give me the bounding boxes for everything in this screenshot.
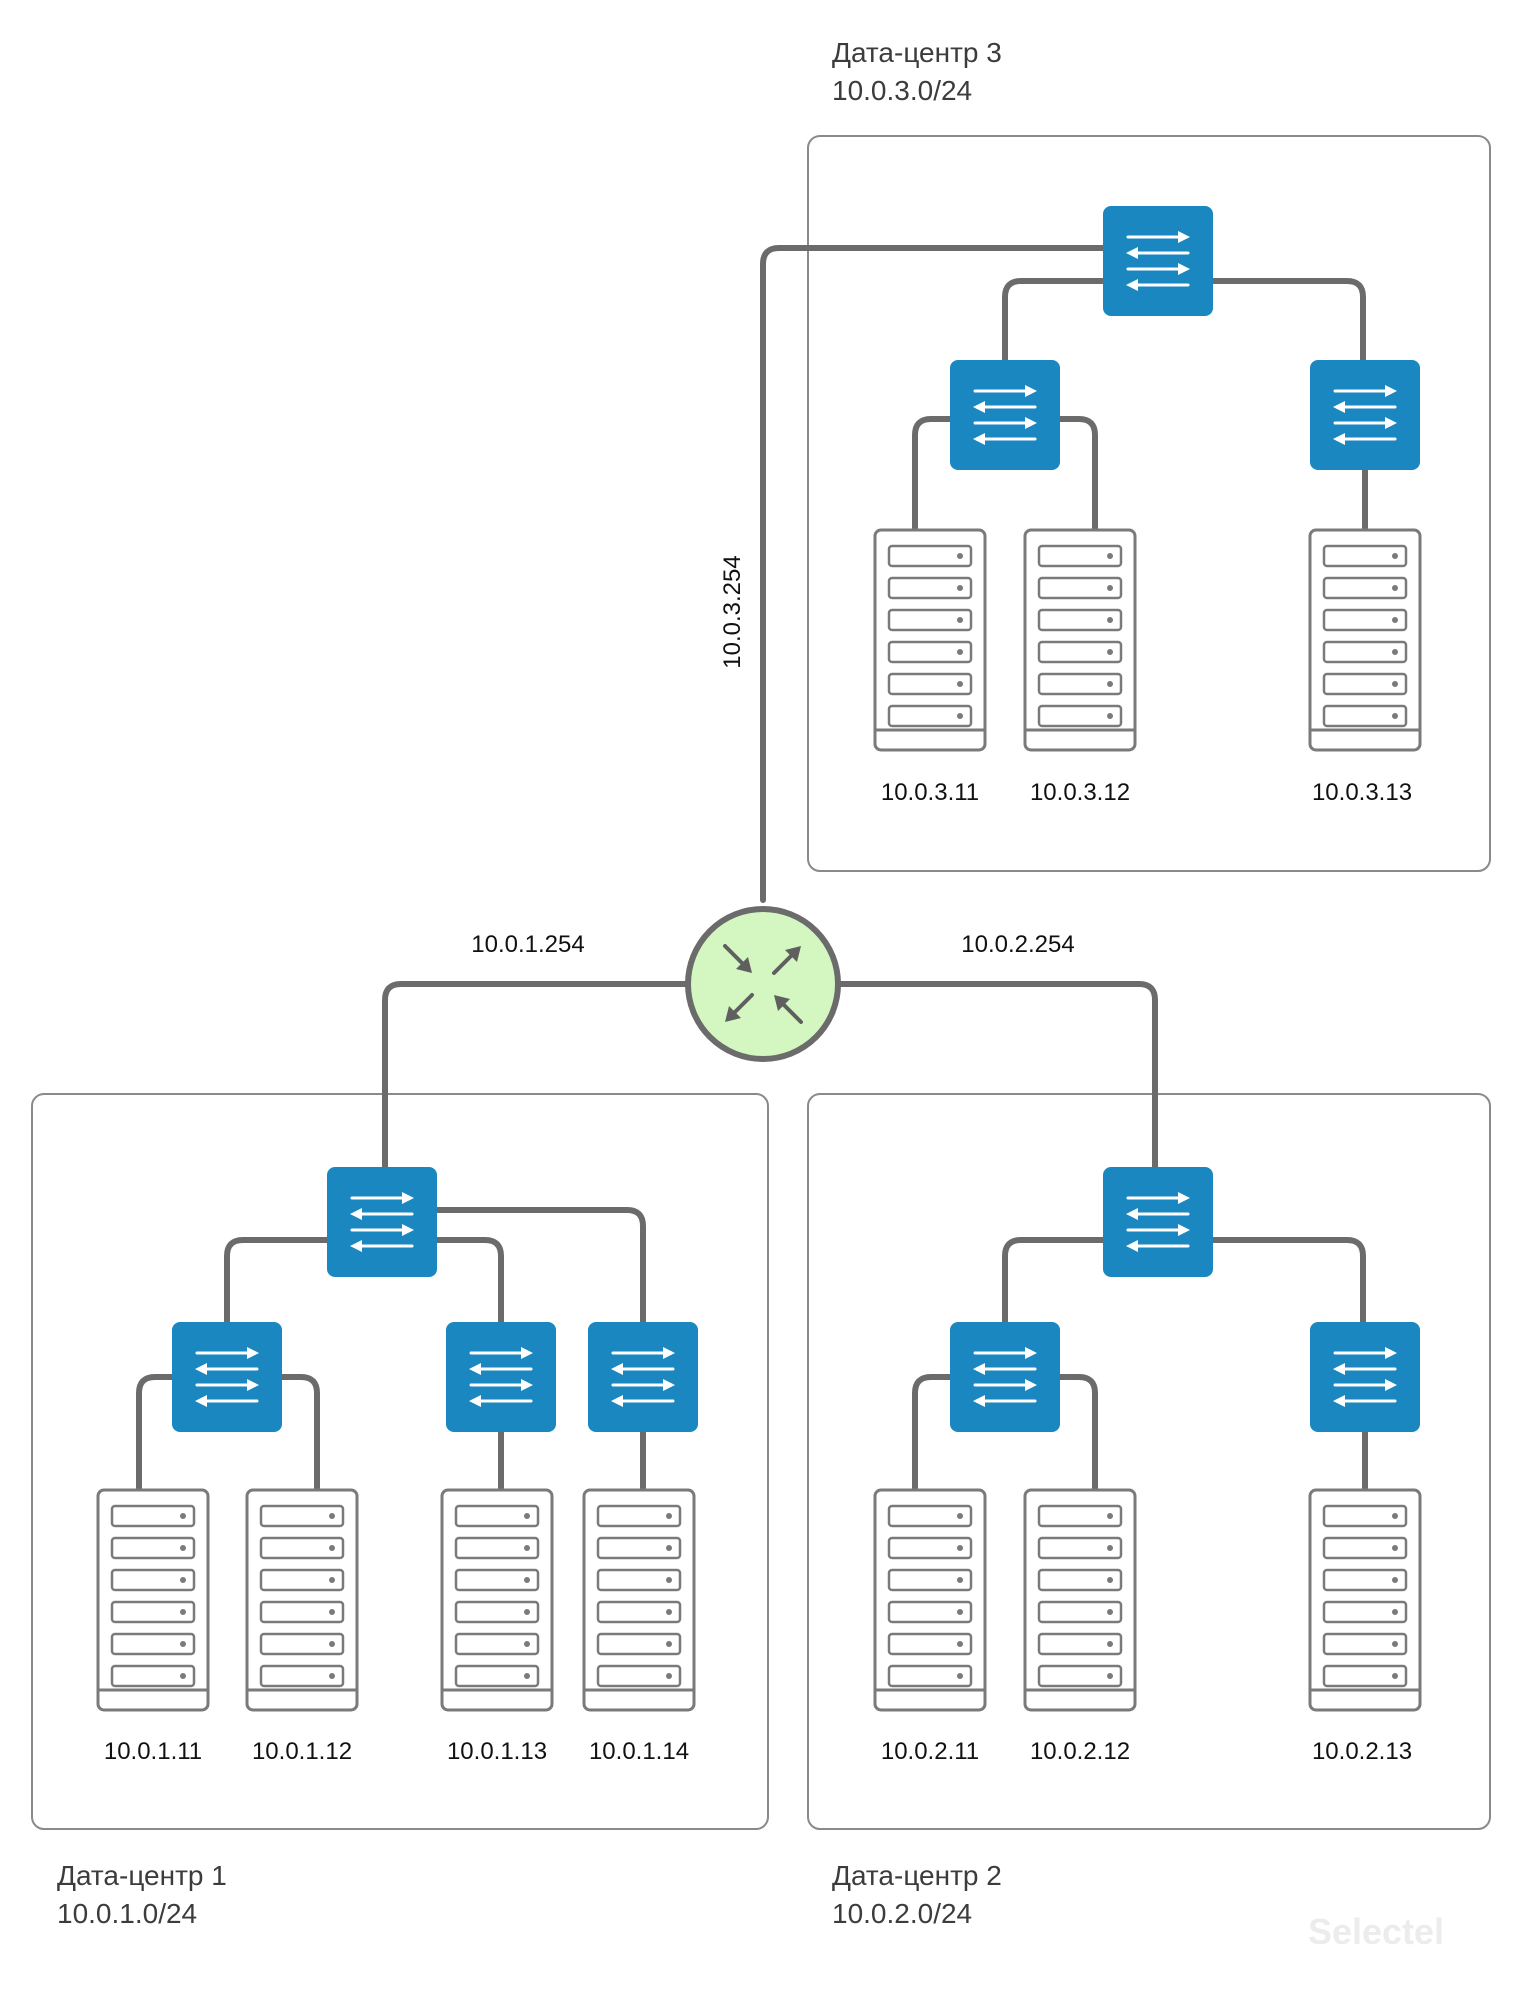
switch-icon: [586, 1320, 700, 1434]
datacenter-subnet: 10.0.1.0/24: [57, 1898, 197, 1929]
datacenter-title: Дата-центр 1: [57, 1860, 227, 1891]
switch-icon: [1308, 1320, 1422, 1434]
switch-icon: [170, 1320, 284, 1434]
datacenter-box-3: [807, 135, 1491, 872]
datacenter-box-1: [31, 1093, 769, 1830]
switch-icon: [1101, 204, 1215, 318]
datacenter-box-2: [807, 1093, 1491, 1830]
router-interface-label: 10.0.1.254: [471, 931, 584, 958]
server-ip-label: 10.0.1.11: [104, 1738, 202, 1765]
link-router-dc1: [382, 981, 691, 1171]
server-ip-label: 10.0.1.14: [589, 1738, 689, 1765]
switch-icon: [948, 1320, 1062, 1434]
server-ip-label: 10.0.3.11: [881, 779, 979, 806]
link-router-dc2: [835, 981, 1158, 1171]
server-ip-label: 10.0.2.12: [1030, 1738, 1130, 1765]
datacenter-title: Дата-центр 3: [832, 37, 1002, 68]
switch-icon: [948, 358, 1062, 472]
server-rack-icon: [873, 1488, 987, 1712]
server-ip-label: 10.0.3.13: [1312, 779, 1412, 806]
switch-icon: [1101, 1165, 1215, 1279]
server-rack-icon: [96, 1488, 210, 1712]
server-ip-label: 10.0.2.11: [881, 1738, 979, 1765]
switch-icon: [444, 1320, 558, 1434]
server-ip-label: 10.0.3.12: [1030, 779, 1130, 806]
datacenter-subnet: 10.0.2.0/24: [832, 1898, 972, 1929]
router: [685, 906, 841, 1062]
server-rack-icon: [1023, 528, 1137, 752]
router-interface-label: 10.0.3.254: [719, 555, 746, 668]
server-ip-label: 10.0.2.13: [1312, 1738, 1412, 1765]
router-interface-label: 10.0.2.254: [961, 931, 1074, 958]
link-router-dc3: [760, 245, 1159, 903]
server-rack-icon: [582, 1488, 696, 1712]
switch-icon: [1308, 358, 1422, 472]
server-rack-icon: [1023, 1488, 1137, 1712]
server-ip-label: 10.0.1.12: [252, 1738, 352, 1765]
server-rack-icon: [1308, 1488, 1422, 1712]
server-rack-icon: [1308, 528, 1422, 752]
selectel-watermark: Selectel: [1308, 1911, 1444, 1952]
datacenter-title: Дата-центр 2: [832, 1860, 1002, 1891]
server-ip-label: 10.0.1.13: [447, 1738, 547, 1765]
server-rack-icon: [440, 1488, 554, 1712]
router-icon: [723, 944, 803, 1024]
switch-icon: [325, 1165, 439, 1279]
server-rack-icon: [245, 1488, 359, 1712]
network-links: [136, 245, 1368, 1493]
server-rack-icon: [873, 528, 987, 752]
datacenter-subnet: 10.0.3.0/24: [832, 75, 972, 106]
